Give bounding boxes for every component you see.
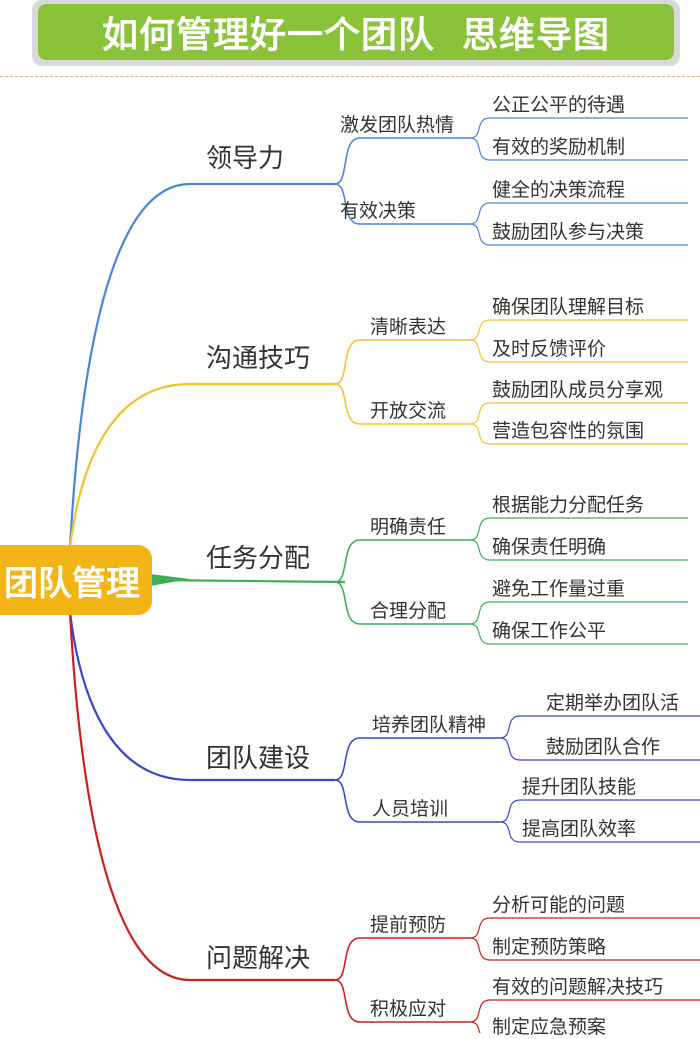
leaf-connector-1-2-1 — [469, 202, 688, 225]
leaf-label-5-1-2[interactable]: 制定预防策略 — [492, 936, 607, 958]
leaf-connector-2-2-1 — [469, 402, 688, 425]
sub-label-2-2[interactable]: 开放交流 — [370, 400, 447, 422]
leaf-connector-1-1-2 — [469, 137, 688, 161]
leaf-connector-2-1-2 — [469, 339, 688, 363]
sub-connector-5-1 — [334, 937, 470, 981]
branch-label-2[interactable]: 沟通技巧 — [206, 344, 311, 374]
sub-label-3-1[interactable]: 明确责任 — [370, 516, 447, 538]
leaf-connector-2-1-1 — [469, 319, 688, 341]
leaf-connector-5-1-1 — [469, 917, 700, 939]
sub-connector-5-2 — [334, 979, 470, 1023]
leaf-label-4-1-2[interactable]: 鼓励团队合作 — [546, 736, 661, 758]
leaf-label-1-1-2[interactable]: 有效的奖励机制 — [492, 136, 626, 158]
leaf-connector-3-1-2 — [469, 539, 688, 561]
leaf-connector-2-2-2 — [469, 423, 688, 445]
leaf-label-5-2-1[interactable]: 有效的问题解决技巧 — [492, 976, 664, 998]
leaf-label-3-1-1[interactable]: 根据能力分配任务 — [492, 494, 645, 516]
sub-label-1-1[interactable]: 激发团队热情 — [340, 114, 455, 136]
leaf-label-1-2-2[interactable]: 鼓励团队参与决策 — [492, 221, 645, 243]
sub-connector-4-2 — [334, 779, 500, 823]
leaf-connector-4-2-2 — [499, 821, 700, 843]
leaf-label-5-1-1[interactable]: 分析可能的问题 — [492, 894, 626, 916]
sub-connector-3-1 — [334, 539, 470, 583]
sub-label-4-1[interactable]: 培养团队精神 — [372, 714, 487, 736]
leaf-label-4-2-1[interactable]: 提升团队技能 — [522, 776, 637, 798]
leaf-label-5-2-2[interactable]: 制定应急预案 — [492, 1016, 607, 1038]
branch-connector-4 — [68, 611, 335, 782]
branch-label-4[interactable]: 团队建设 — [206, 744, 311, 774]
leaf-connector-1-2-2 — [469, 223, 688, 246]
sub-label-5-2[interactable]: 积极应对 — [370, 998, 447, 1020]
leaf-connector-5-2-1 — [469, 999, 700, 1023]
leaf-label-2-2-1[interactable]: 鼓励团队成员分享观 — [492, 379, 664, 401]
branch-connector-5 — [68, 611, 335, 982]
leaf-connector-1-1-1 — [469, 117, 688, 139]
leaf-label-3-2-2[interactable]: 确保工作公平 — [492, 620, 607, 642]
branch-label-3[interactable]: 任务分配 — [206, 544, 311, 574]
leaf-connector-4-1-2 — [499, 737, 700, 761]
leaf-label-2-1-2[interactable]: 及时反馈评价 — [492, 338, 607, 360]
sub-connector-1-1 — [334, 137, 470, 185]
leaf-connector-3-2-2 — [469, 623, 688, 645]
branch-label-5[interactable]: 问题解决 — [206, 944, 311, 974]
leaf-label-1-2-1[interactable]: 健全的决策流程 — [492, 179, 626, 201]
leaf-label-4-2-2[interactable]: 提高团队效率 — [522, 818, 637, 840]
divider — [0, 76, 700, 77]
leaf-label-2-2-2[interactable]: 营造包容性的氛围 — [492, 420, 645, 442]
sub-label-5-1[interactable]: 提前预防 — [370, 914, 447, 936]
sub-label-3-2[interactable]: 合理分配 — [370, 600, 447, 622]
sub-label-2-1[interactable]: 清晰表达 — [370, 316, 447, 338]
leaf-connector-3-2-1 — [469, 601, 688, 625]
title-banner-inner: 如何管理好一个团队 思维导图 — [38, 4, 674, 60]
branch-connector-1 — [68, 182, 335, 549]
root-node-label: 团队管理 — [4, 563, 140, 604]
leaf-label-3-2-1[interactable]: 避免工作量过重 — [492, 578, 626, 600]
page-title: 如何管理好一个团队 思维导图 — [101, 15, 611, 56]
leaf-connector-4-1-1 — [499, 715, 700, 739]
sub-connector-1-2 — [334, 183, 470, 225]
branch-label-1[interactable]: 领导力 — [206, 144, 285, 174]
leaf-label-1-1-1[interactable]: 公正公平的待遇 — [492, 94, 626, 116]
branch-connector-3 — [149, 578, 346, 584]
root-node[interactable]: 团队管理 — [0, 545, 152, 615]
title-banner: 如何管理好一个团队 思维导图 — [32, 0, 680, 66]
sub-connector-2-2 — [334, 383, 470, 425]
sub-connector-4-1 — [334, 737, 500, 781]
sub-label-4-2[interactable]: 人员培训 — [372, 798, 449, 820]
sub-connector-3-2 — [334, 581, 470, 625]
leaf-label-4-1-1[interactable]: 定期举办团队活 — [546, 692, 680, 714]
leaf-connector-4-2-1 — [499, 799, 700, 823]
sub-connector-2-1 — [334, 339, 470, 385]
leaf-connector-5-1-2 — [469, 937, 700, 961]
sub-label-1-2[interactable]: 有效决策 — [340, 200, 417, 222]
leaf-label-2-1-1[interactable]: 确保团队理解目标 — [492, 296, 645, 318]
branch-connector-2 — [68, 382, 335, 549]
leaf-label-3-1-2[interactable]: 确保责任明确 — [492, 536, 607, 558]
leaf-connector-3-1-1 — [469, 517, 688, 541]
